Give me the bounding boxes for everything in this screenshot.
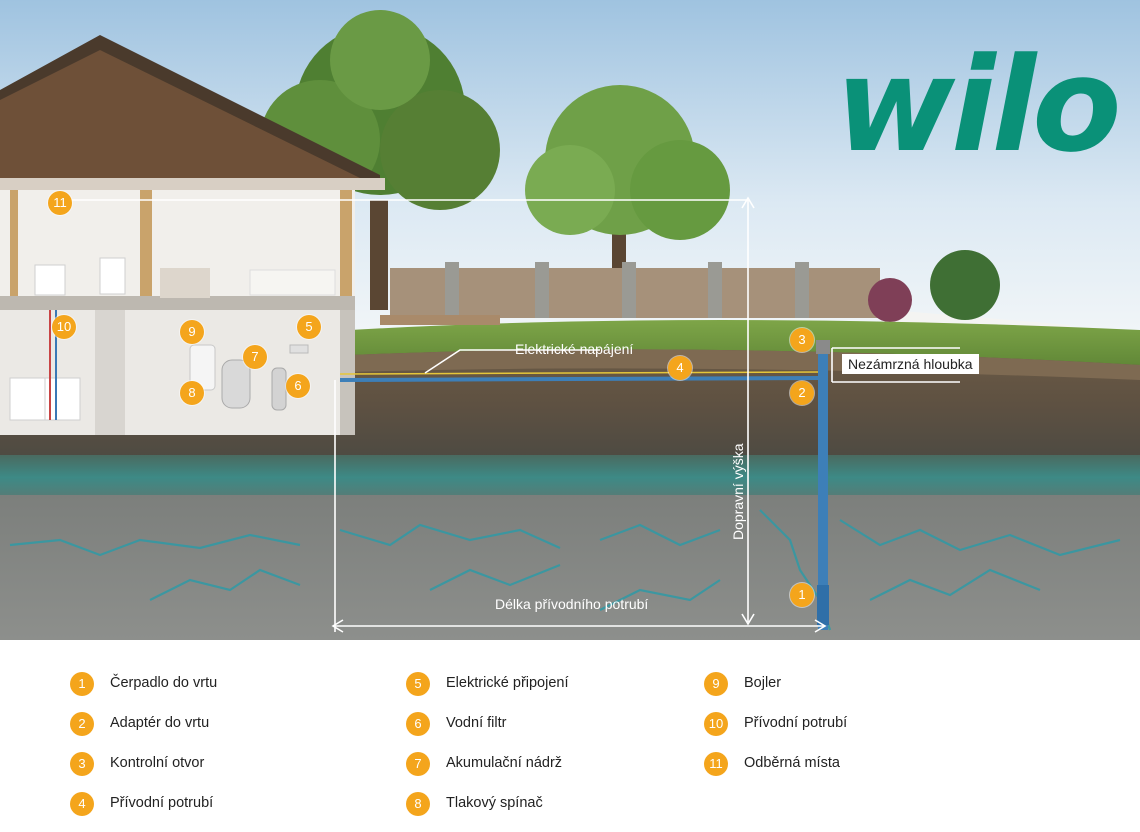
supply-pipe [339, 376, 821, 382]
badge-2: 2 [790, 381, 814, 405]
groundwater-layer [0, 455, 1140, 500]
well-casing [818, 350, 828, 630]
legend-label: Tlakový spínač [446, 795, 543, 811]
badge-7: 7 [243, 345, 267, 369]
badge-4: 4 [668, 356, 692, 380]
legend-label: Přívodní potrubí [744, 715, 848, 731]
badge-8: 8 [180, 381, 204, 405]
tree-large [260, 10, 500, 310]
logo-text: wilo [835, 29, 1122, 181]
badge-1: 1 [790, 583, 814, 607]
legend-label: Adaptér do vrtu [110, 715, 210, 731]
legend-number: 4 [70, 792, 94, 816]
label-frost-depth: Nezámrzná hloubka [842, 354, 979, 374]
badge-11: 11 [48, 191, 72, 215]
label-delivery-height: Dopravní výška [730, 443, 746, 540]
legend-label: Kontrolní otvor [110, 755, 205, 771]
legend-number: 9 [704, 672, 728, 696]
wilo-logo: wilo [835, 40, 1135, 180]
legend-label: Bojler [744, 675, 782, 691]
badge-5: 5 [297, 315, 321, 339]
borehole-pump [817, 585, 829, 625]
legend-label: Akumulační nádrž [446, 755, 563, 771]
label-electric-supply: Elektrické napájení [515, 341, 634, 357]
legend-number: 11 [704, 752, 728, 776]
legend-number: 5 [406, 672, 430, 696]
legend-number: 2 [70, 712, 94, 736]
label-supply-pipe-length: Délka přívodního potrubí [495, 596, 649, 612]
badge-6: 6 [286, 374, 310, 398]
legend-number: 8 [406, 792, 430, 816]
legend-number: 10 [704, 712, 728, 736]
badge-9: 9 [180, 320, 204, 344]
legend-label: Elektrické připojení [446, 675, 569, 691]
legend-label: Čerpadlo do vrtu [110, 675, 218, 691]
legend-number: 6 [406, 712, 430, 736]
well-head [816, 340, 830, 354]
legend-label: Odběrná místa [744, 755, 840, 771]
legend-number: 7 [406, 752, 430, 776]
house-cutaway [0, 35, 385, 435]
legend-label: Vodní filtr [446, 715, 507, 731]
tree-medium [525, 85, 730, 290]
badge-3: 3 [790, 328, 814, 352]
legend-label: Přívodní potrubí [110, 795, 214, 811]
badge-10: 10 [52, 315, 76, 339]
legend: 1 Čerpadlo do vrtu 2 Adaptér do vrtu 3 K… [0, 640, 1140, 816]
legend-number: 3 [70, 752, 94, 776]
bedrock-layer [0, 495, 1140, 640]
legend-number: 1 [70, 672, 94, 696]
